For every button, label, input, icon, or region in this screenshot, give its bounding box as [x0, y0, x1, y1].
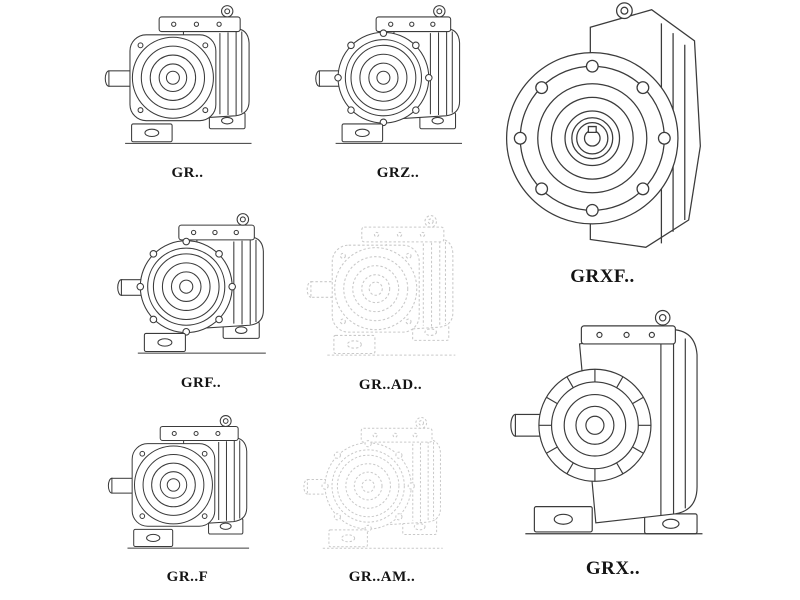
figure-grx: GRX..	[498, 306, 728, 580]
figure-grfoot: GR..F	[85, 414, 290, 586]
gearbox-drawing-gr	[85, 4, 290, 162]
gearbox-drawing-grad	[288, 214, 493, 374]
figure-grxf: GRXF..	[495, 0, 710, 288]
figure-label-grx: GRX..	[585, 558, 641, 579]
figure-label-grz: GRZ..	[376, 165, 420, 181]
figure-label-grad: GR..AD..	[358, 377, 423, 393]
figure-grz: GRZ..	[298, 4, 498, 182]
figure-gr: GR..	[85, 4, 290, 182]
gearbox-drawing-grx	[498, 306, 728, 550]
gearbox-drawing-grf	[95, 212, 307, 372]
gearbox-drawing-grxf	[495, 0, 710, 258]
figure-label-grxf: GRXF..	[570, 266, 635, 287]
gearbox-drawing-grz	[298, 4, 498, 162]
gearbox-drawing-grfoot	[85, 414, 290, 566]
figure-label-grfoot: GR..F	[166, 569, 209, 585]
figure-grf: GRF..	[95, 212, 307, 392]
figure-gram: GR..AM..	[283, 416, 481, 586]
figure-grad: GR..AD..	[288, 214, 493, 394]
figure-label-gram: GR..AM..	[348, 569, 416, 585]
figure-label-grf: GRF..	[180, 375, 222, 391]
figure-label-gr: GR..	[171, 165, 204, 181]
gearbox-drawing-gram	[283, 416, 481, 566]
